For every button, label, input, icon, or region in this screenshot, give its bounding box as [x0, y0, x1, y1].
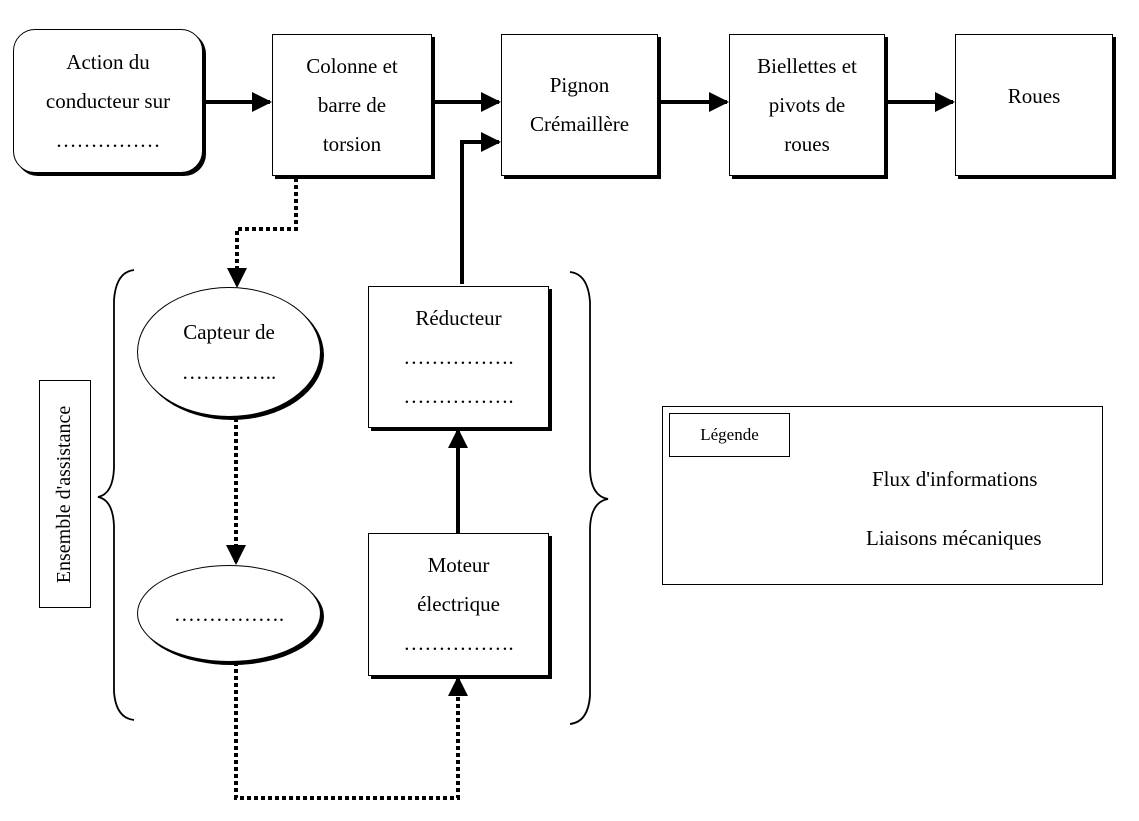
arrow-calculateur-to-moteur	[234, 662, 468, 800]
block-calculateur: …………….	[137, 565, 321, 662]
block-text-line: Roues	[1007, 84, 1061, 108]
legend-label-mechanical-links: Liaisons mécaniques	[866, 526, 1042, 550]
block-text-line: Crémaillère	[529, 112, 630, 136]
block-text-line: …………….	[403, 631, 514, 655]
block-text-line: …………..	[181, 360, 277, 384]
block-text-line: …………….	[173, 601, 285, 626]
block-text-line: conducteur sur	[45, 88, 171, 113]
block-capteur: Capteur de …………..	[137, 287, 321, 417]
block-text-line: Biellettes et	[757, 53, 857, 78]
block-moteur-electrique: Moteur électrique …………….	[368, 533, 549, 676]
block-action-conducteur: Action du conducteur sur ……………	[13, 29, 203, 173]
legend-label-information-flow: Flux d'informations	[872, 467, 1038, 491]
block-text-line: …………….	[403, 344, 514, 369]
right-brace	[569, 271, 609, 725]
block-text-line: Pignon	[549, 73, 610, 97]
block-biellettes-pivots: Biellettes et pivots de roues	[729, 34, 885, 176]
block-text-line: roues	[784, 131, 830, 156]
block-text-line: barre de	[317, 92, 387, 117]
arrow-colonne-to-capteur	[227, 178, 298, 288]
legend-title: Légende	[669, 413, 790, 457]
ensemble-assistance-label: Ensemble d'assistance	[39, 380, 91, 608]
block-text-line: pivots de	[768, 92, 846, 117]
block-text-line: torsion	[322, 131, 382, 156]
block-colonne-barre-torsion: Colonne et barre de torsion	[272, 34, 432, 176]
ensemble-assistance-text: Ensemble d'assistance	[53, 405, 76, 583]
block-text-line: Capteur de	[183, 320, 275, 344]
block-text-line: Moteur	[427, 553, 490, 577]
block-roues: Roues	[955, 34, 1113, 176]
block-pignon-cremaillere: Pignon Crémaillère	[501, 34, 658, 176]
block-text-line: électrique	[417, 592, 500, 616]
block-text-line: Réducteur	[415, 305, 502, 330]
block-text-line: ……………	[55, 127, 161, 152]
block-text-line: Colonne et	[306, 53, 398, 78]
block-text-line: Action du	[66, 49, 150, 74]
block-reducteur: Réducteur ……………. …………….	[368, 286, 549, 428]
arrow-reducteur-to-pignon	[460, 132, 501, 284]
block-text-line: …………….	[403, 383, 514, 408]
left-brace	[97, 269, 135, 721]
legend-box: Légende Flux d'informations Liaisons méc…	[662, 406, 1103, 585]
